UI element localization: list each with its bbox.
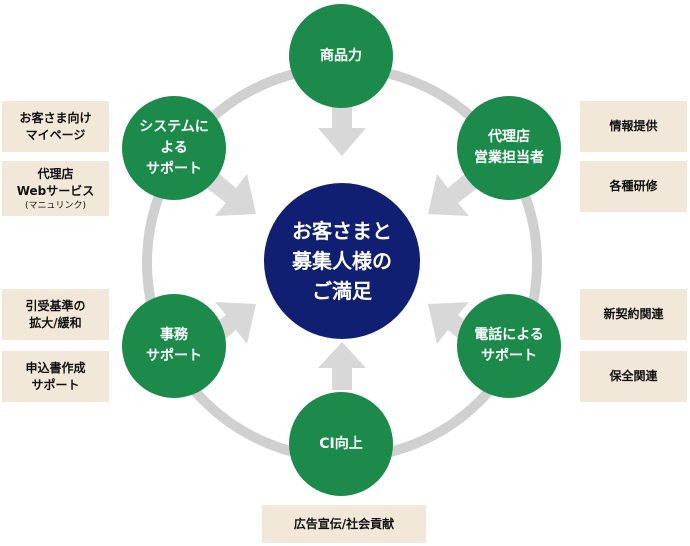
box-joho: 情報提供: [580, 101, 687, 152]
box-hikiuke: 引受基準の 拡大/緩和: [2, 289, 109, 340]
node-jimu: 事務 サポート: [122, 294, 226, 398]
box-okyaku-mypage: お客さま向け マイページ: [2, 101, 109, 152]
box-shinkeiyaku: 新契約関連: [580, 289, 687, 340]
box-dairiten-web: 代理店 Webサービス (マニュリンク): [2, 161, 109, 216]
arrow-from-ci: [318, 342, 366, 390]
box-kenshu: 各種研修: [580, 161, 687, 212]
arrow-from-system: [204, 172, 256, 216]
node-denwa: 電話による サポート: [457, 294, 561, 398]
box-moushikomi: 申込書作成 サポート: [2, 351, 109, 402]
box-dairiten-web-sublabel: (マニュリンク): [24, 200, 87, 211]
box-hozen: 保全関連: [580, 351, 687, 402]
node-ci: CI向上: [289, 392, 393, 496]
node-dairiten: 代理店 営業担当者: [457, 96, 561, 200]
arrow-from-dairiten: [428, 172, 480, 216]
arrow-from-shohin: [318, 100, 366, 156]
box-kokoku: 広告宣伝/社会貢献: [262, 505, 426, 543]
center-customer-satisfaction: お客さまと 募集人様の ご満足: [264, 183, 420, 339]
node-system: システムに よる サポート: [122, 96, 226, 200]
node-shohin: 商品力: [289, 4, 393, 108]
box-dairiten-web-label: 代理店 Webサービス: [16, 166, 95, 198]
